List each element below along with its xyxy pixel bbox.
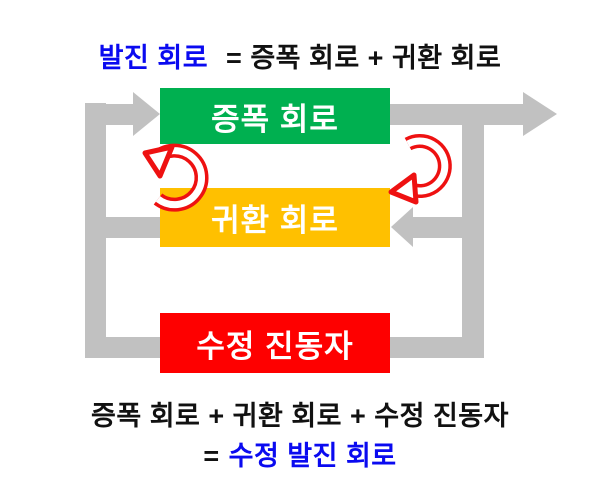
output-arrowhead-icon <box>523 92 557 136</box>
equation-bottom-highlight: 수정 발진 회로 <box>228 441 397 471</box>
equation-bottom-line1: 증폭 회로 + 귀환 회로 + 수정 진동자 <box>91 401 509 431</box>
output-arrow-shaft <box>390 104 523 125</box>
feedback-box: 귀환 회로 <box>160 188 390 247</box>
right-rail-bar <box>462 104 484 358</box>
equation-top-rest: = 증폭 회로 + 귀환 회로 <box>226 43 502 73</box>
equation-top-highlight: 발진 회로 <box>98 43 209 73</box>
feedback-return-shaft <box>412 217 462 238</box>
feedback-left-connector-bar <box>106 217 162 238</box>
feedback-return-arrowhead-icon <box>391 207 413 247</box>
input-arrowhead-icon <box>133 92 160 136</box>
left-rail-bar <box>85 103 106 358</box>
equation-top: 발진 회로 = 증폭 회로 + 귀환 회로 <box>0 36 600 75</box>
crystal-oscillator-box-label: 수정 진동자 <box>196 328 354 364</box>
cycle-arrow-left-icon <box>142 143 209 212</box>
cycle-arrow-right-icon <box>388 134 452 205</box>
input-arrow-shaft <box>85 104 133 125</box>
crystal-oscillator-box: 수정 진동자 <box>160 313 390 373</box>
feedback-box-label: 귀환 회로 <box>211 203 339 238</box>
amplifier-box-label: 증폭 회로 <box>211 101 339 137</box>
equation-bottom-equals: = <box>203 441 220 471</box>
amplifier-box: 증폭 회로 <box>160 88 390 144</box>
equation-bottom-line2: = 수정 발진 회로 <box>0 434 600 473</box>
